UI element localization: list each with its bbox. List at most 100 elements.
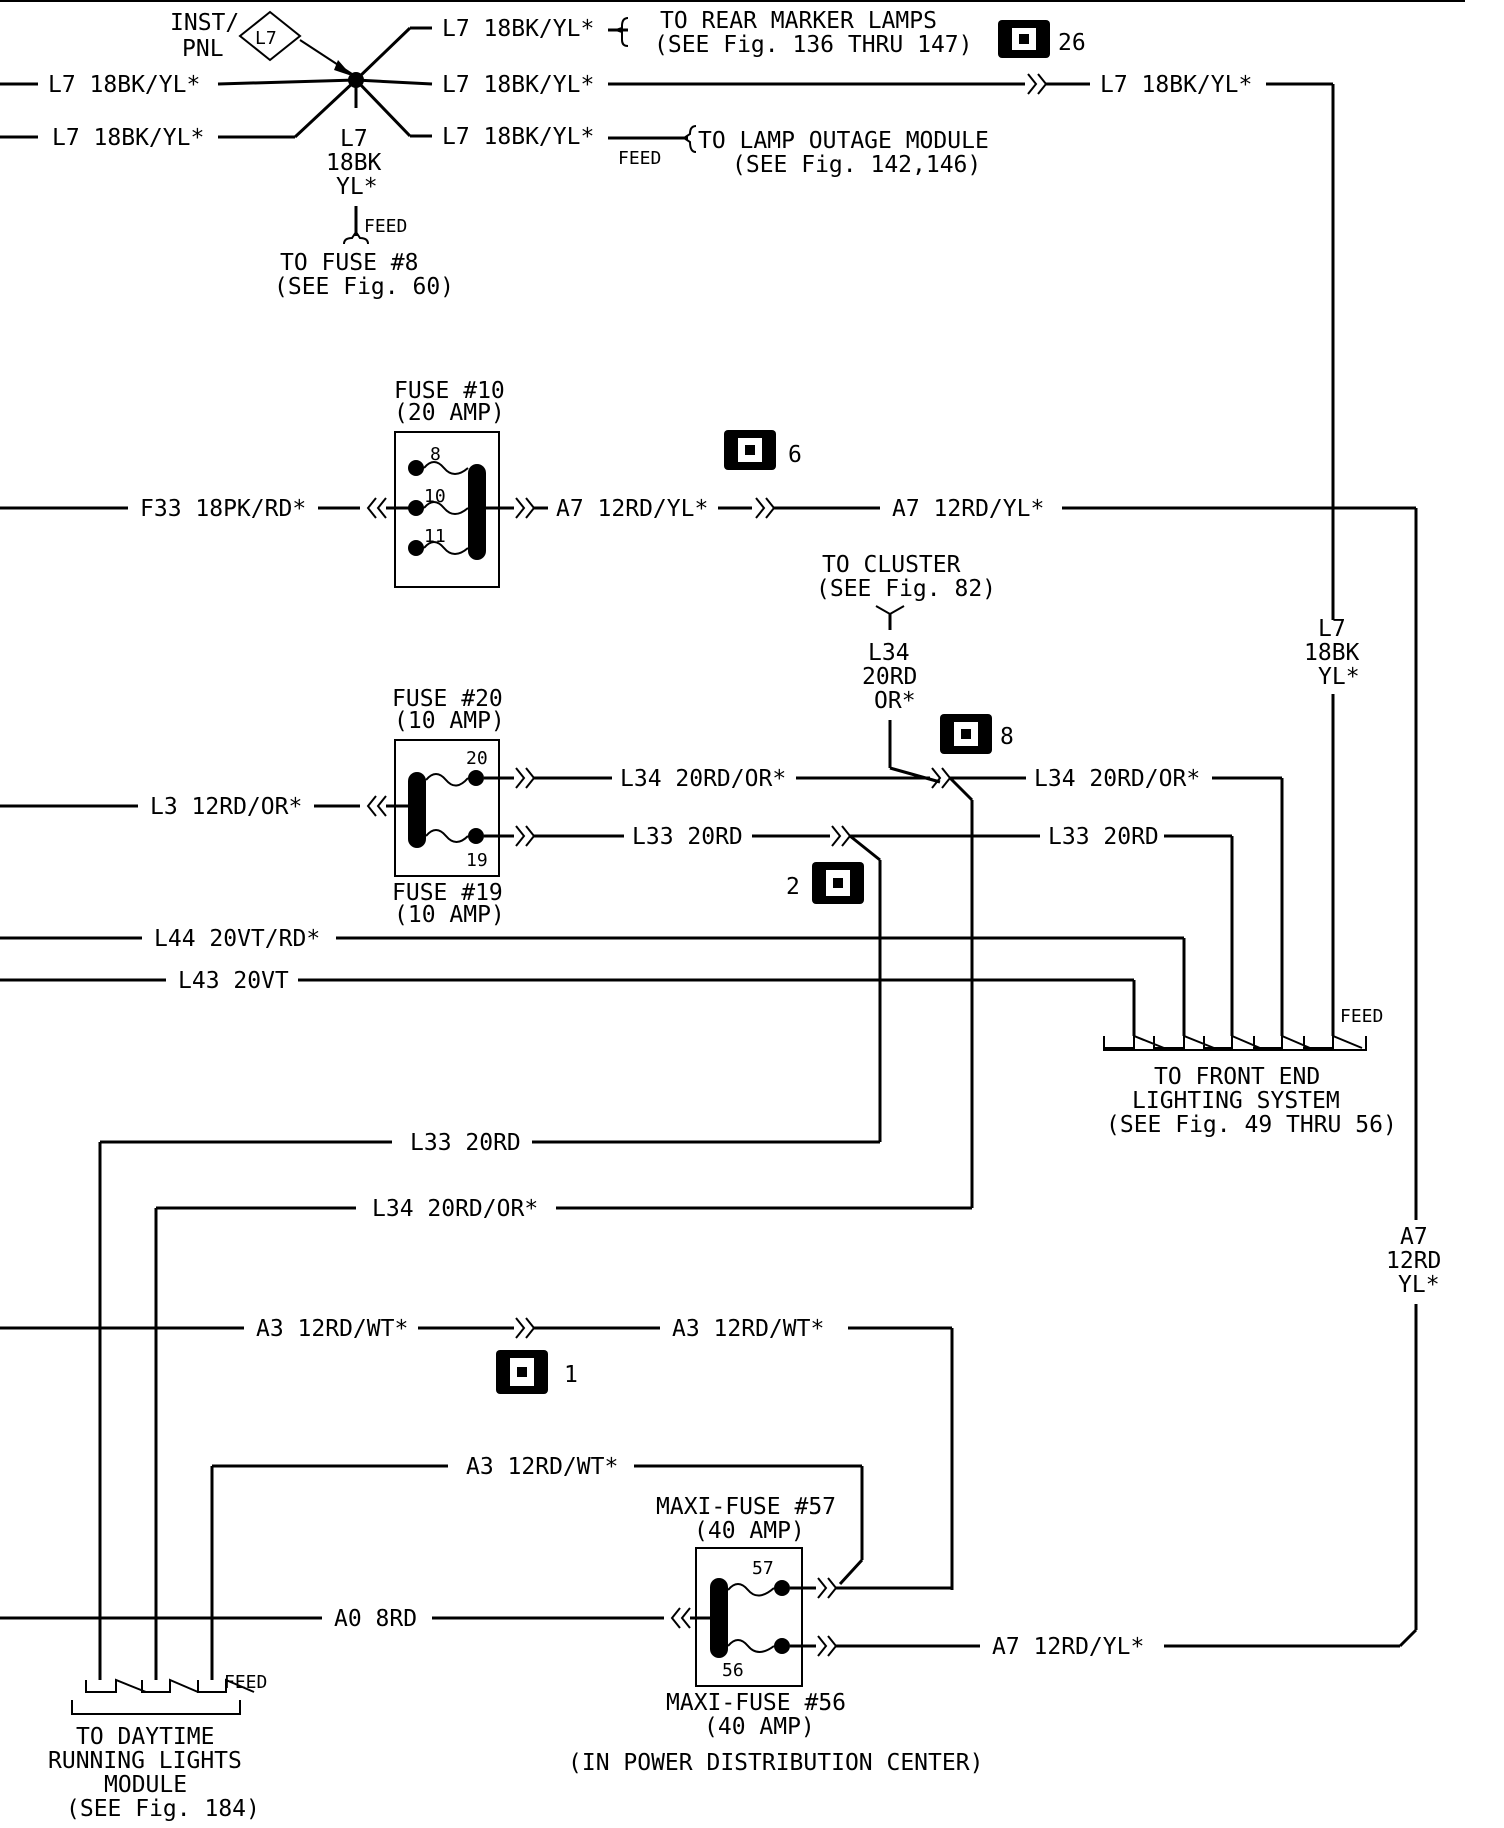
front-end-label-2: LIGHTING SYSTEM (1132, 1088, 1340, 1114)
l7-vert-label-2: 18BK (326, 150, 382, 176)
l33-label: L33 20RD (632, 824, 743, 850)
connector-symbol (931, 767, 952, 789)
connector-symbol (1027, 73, 1048, 95)
brace (875, 605, 905, 616)
fuse19-amp: (10 AMP) (394, 902, 505, 928)
wire-label: L7 18BK/YL* (52, 125, 204, 151)
feed-label: FEED (1340, 1006, 1383, 1027)
a7-right-label-3: YL* (1398, 1272, 1440, 1298)
wire-label: L7 18BK/YL* (442, 124, 594, 150)
inst-pnl-label: INST/ (170, 10, 239, 36)
fuse-element (727, 1583, 775, 1597)
wire (948, 776, 974, 802)
drl-label-4: (SEE Fig. 184) (66, 1796, 260, 1822)
a7-label-2: A7 12RD/YL* (892, 496, 1044, 522)
drl-label: TO DAYTIME (76, 1724, 214, 1750)
connector-1-number: 1 (564, 1362, 578, 1388)
feed-label: FEED (364, 216, 407, 237)
fuse10-terminal (408, 460, 424, 476)
connector-symbol (817, 1577, 838, 1599)
maxi56-terminal (774, 1638, 790, 1654)
wire (355, 78, 433, 86)
fuse10-term-10: 10 (424, 486, 446, 507)
maxi-busbar (710, 1578, 728, 1658)
terminal-cavities (1103, 1034, 1363, 1049)
front-end-connector: FEED TO FRONT END LIGHTING SYSTEM (SEE F… (1103, 1006, 1397, 1138)
maxi56-amp: (40 AMP) (704, 1714, 815, 1740)
connector-8-number: 8 (1000, 724, 1014, 750)
f33-label: F33 18PK/RD* (140, 496, 306, 522)
l43-label: L43 20VT (178, 968, 289, 994)
l34-label-2: L34 20RD/OR* (1034, 766, 1200, 792)
drl-label-2: RUNNING LIGHTS (48, 1748, 242, 1774)
maxi56-title: MAXI-FUSE #56 (666, 1690, 846, 1716)
connector-26-pin (1019, 34, 1029, 44)
fuse8-label: TO FUSE #8 (280, 250, 418, 276)
connector-outline (71, 1700, 241, 1715)
fuse10-terminal (408, 540, 424, 556)
l34-vert-label-2: 20RD (862, 664, 917, 690)
l34-vert-label-3: OR* (874, 688, 916, 714)
drl-label-3: MODULE (104, 1772, 187, 1798)
connector-26-number: 26 (1058, 30, 1086, 56)
pdc-label: (IN POWER DISTRIBUTION CENTER) (568, 1750, 983, 1776)
diamond-label: L7 (255, 28, 277, 49)
connector-8-pin (961, 729, 971, 739)
fuse20-terminal (468, 770, 484, 786)
l7-diamond (238, 10, 302, 62)
front-end-label: TO FRONT END (1154, 1064, 1320, 1090)
l7-right-label: L7 (1318, 616, 1346, 642)
wire (293, 78, 358, 139)
connector-outline (1103, 1036, 1367, 1051)
connector-6-pin (745, 445, 755, 455)
maxi57-amp: (40 AMP) (694, 1518, 805, 1544)
brace (612, 17, 629, 47)
feed-label: FEED (224, 1672, 267, 1693)
a7-label: A7 12RD/YL* (556, 496, 708, 522)
a7-right-label-2: 12RD (1386, 1248, 1441, 1274)
l33-label-3: L33 20RD (410, 1130, 521, 1156)
rear-marker-label: TO REAR MARKER LAMPS (660, 8, 937, 34)
a0-label: A0 8RD (334, 1606, 417, 1632)
connector-symbol (817, 1635, 838, 1657)
wire (217, 78, 357, 86)
wire (849, 834, 881, 862)
connector-symbol (831, 825, 852, 847)
connector-2-pin (833, 878, 843, 888)
l44-label: L44 20VT/RD* (154, 926, 320, 952)
connector-symbol (515, 497, 536, 519)
wire (354, 26, 412, 82)
connector-2-number: 2 (786, 874, 800, 900)
fuse-element (423, 501, 469, 515)
connector-6-number: 6 (788, 442, 802, 468)
rear-marker-label-2: (SEE Fig. 136 THRU 147) (654, 32, 973, 58)
maxi57-terminal (774, 1580, 790, 1596)
wire-label: L7 18BK/YL* (48, 72, 200, 98)
fuse-10-section: FUSE #10 (20 AMP) 8 10 11 F33 18PK/RD* A… (0, 378, 1418, 1220)
connector-1-pin (517, 1367, 527, 1377)
maxi57-title: MAXI-FUSE #57 (656, 1494, 836, 1520)
fuse19-terminal (468, 828, 484, 844)
wire (1398, 1628, 1418, 1648)
cluster-label-2: (SEE Fig. 82) (816, 576, 996, 602)
a7-label-3: A7 12RD/YL* (992, 1634, 1144, 1660)
l7-right-label-3: YL* (1318, 664, 1360, 690)
drl-connector: FEED TO DAYTIME RUNNING LIGHTS MODULE (S… (48, 1672, 267, 1822)
feed-label: FEED (618, 148, 661, 169)
maxi57-term: 57 (752, 1558, 774, 1579)
a7-right-label: A7 (1400, 1224, 1428, 1250)
l33-label-2: L33 20RD (1048, 824, 1159, 850)
connector-symbol (515, 1317, 536, 1339)
fuse20-amp: (10 AMP) (394, 708, 505, 734)
lamp-outage-label: TO LAMP OUTAGE MODULE (698, 128, 989, 154)
l34-label: L34 20RD/OR* (620, 766, 786, 792)
wire-label: L7 18BK/YL* (442, 16, 594, 42)
fuse-element (727, 1639, 775, 1653)
l7-splice-section: L7 INST/ PNL L7 18BK/YL* L7 18BK/YL* L7 … (0, 8, 1335, 620)
terminal-cavities (85, 1678, 255, 1693)
fuse20-term: 20 (466, 748, 488, 769)
fuse10-title: FUSE #10 (394, 378, 505, 404)
l34-vert-label: L34 (868, 640, 910, 666)
fuse-element (423, 541, 469, 555)
fuse19-term: 19 (466, 850, 488, 871)
